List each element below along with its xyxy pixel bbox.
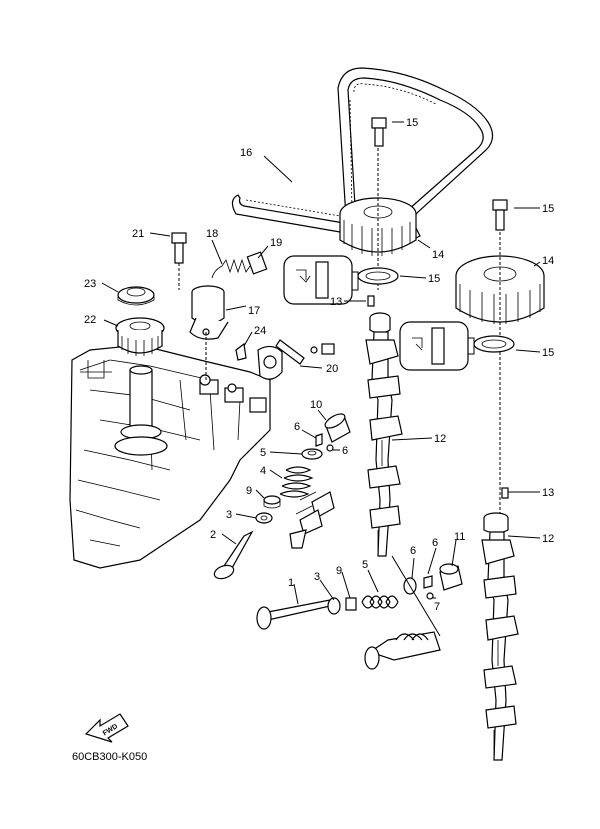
part-24-pin [235, 342, 247, 361]
callout-5-left: 5 [260, 447, 266, 459]
callout-14-right: 15 [542, 203, 554, 215]
callout-10: 12 [542, 533, 554, 545]
part-19-collar [246, 251, 268, 275]
part-1-valve-right [256, 599, 331, 630]
callout-numbers: 15 16 21 18 19 23 22 17 24 20 14 15 13 1… [84, 117, 554, 613]
callout-12-left: 13 [330, 296, 342, 308]
fwd-arrow-icon: FWD [84, 713, 129, 743]
callout-3-left: 3 [226, 509, 232, 521]
part-11-camshaft [365, 312, 403, 557]
part-2-valve-left [213, 530, 254, 580]
callout-23: 23 [84, 278, 96, 290]
callout-13-left: 14 [432, 249, 444, 261]
part-6-cotter-right-lower [426, 592, 434, 600]
callout-12-right: 13 [542, 487, 554, 499]
part-9-lifter-right [439, 563, 463, 591]
callout-6-d: 7 [434, 601, 440, 613]
callout-1: 1 [288, 577, 294, 589]
callout-16: 16 [240, 147, 252, 159]
callout-15-left: 15 [428, 273, 440, 285]
callout-5-right: 6 [410, 545, 416, 557]
part-7-seal-right [345, 597, 357, 611]
part-18-spring [211, 258, 251, 279]
callout-6-a: 6 [294, 421, 300, 433]
callout-3-right: 3 [314, 571, 320, 583]
callout-11: 12 [434, 433, 446, 445]
callout-4-left: 4 [260, 465, 266, 477]
part-10-camshaft [481, 512, 519, 761]
callout-19: 19 [270, 237, 282, 249]
part-15-seal-detail-left [283, 255, 399, 305]
part-3-seat-left [255, 512, 273, 524]
callout-6-c: 6 [432, 537, 438, 549]
diagram-code: 60CB300-K050 [72, 751, 147, 763]
part-23-nut [117, 286, 155, 306]
part-13-pulley-left [339, 148, 417, 290]
cylinder-head-block [69, 344, 271, 569]
part-3-seat-right [327, 597, 341, 615]
callout-17: 17 [248, 305, 260, 317]
callout-9-right: 11 [454, 531, 465, 543]
part-5-retainer-left [301, 448, 323, 460]
callout-2: 2 [210, 529, 216, 541]
part-22-drive-gear [115, 317, 165, 356]
callout-22: 22 [84, 314, 96, 326]
callout-9-left: 10 [310, 399, 322, 411]
callout-14-left: 15 [406, 117, 418, 129]
callout-8: 9 [246, 485, 252, 497]
leader-lines [101, 121, 541, 637]
part-15-seal-detail-right [399, 321, 515, 371]
part-14-bolt-left [371, 117, 387, 147]
part-14-bolt-right [492, 199, 508, 231]
part-13-pulley-right [455, 232, 545, 520]
callout-20: 20 [326, 363, 338, 375]
part-12-pin-left [367, 295, 375, 307]
callout-4-right: 5 [362, 559, 368, 571]
callout-6-b: 6 [342, 445, 348, 457]
part-8-seal-left [263, 495, 281, 509]
part-6-cotter-left-lower [326, 444, 334, 452]
rocker-assembly-left [289, 491, 335, 549]
part-20-bracket [257, 339, 335, 380]
part-9-lifter-left [324, 413, 351, 443]
part-21-bolt [171, 232, 187, 290]
callout-18: 18 [206, 228, 218, 240]
part-12-pin-right [501, 487, 509, 499]
part-6-cotter-left-upper [315, 433, 323, 447]
callout-13-right: 14 [542, 255, 554, 267]
callout-15-right: 15 [542, 347, 554, 359]
callout-7: 9 [336, 565, 342, 577]
callout-21: 21 [132, 228, 144, 240]
part-4-spring-left [279, 466, 314, 498]
rocker-assembly-right [364, 631, 441, 670]
part-6-cotter-right-upper [423, 575, 433, 589]
timing-belt [231, 67, 494, 241]
callout-24: 24 [254, 325, 266, 337]
part-4-spring-right [361, 595, 399, 609]
part-17-tensioner [189, 285, 229, 380]
